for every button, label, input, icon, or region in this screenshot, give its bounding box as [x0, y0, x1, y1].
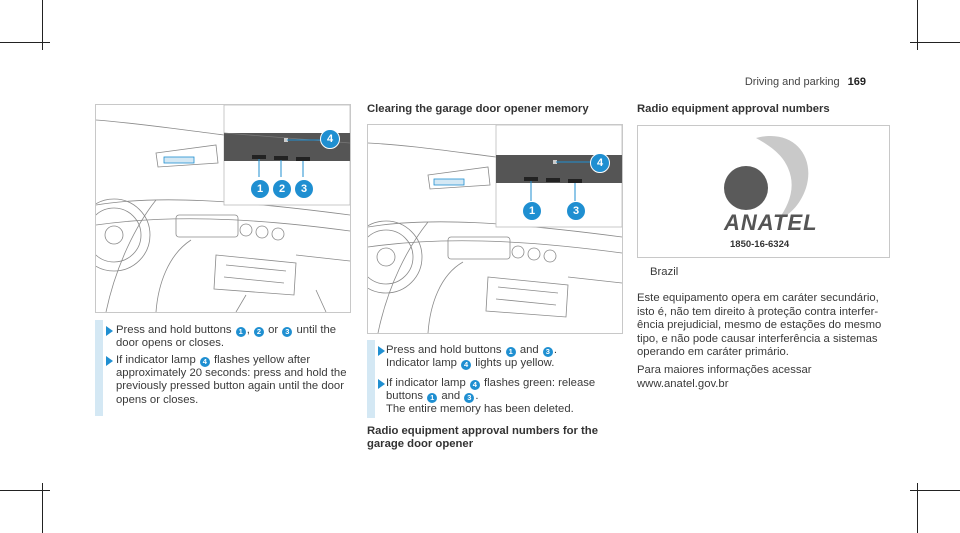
body-text: Para maiores informações acessar www.ana…: [637, 364, 897, 391]
step-bar: [95, 320, 103, 416]
figure-callout: 4: [320, 129, 340, 149]
figure-car-interior-clear: 4 1 3: [367, 124, 623, 334]
section-heading: Radio equipment approval numbers: [637, 103, 830, 115]
crop-mark: [917, 483, 918, 533]
step-text: Press and hold buttons 1 and 3. Indicato…: [386, 344, 557, 371]
crop-mark: [910, 42, 960, 43]
figure-callout: 1: [522, 201, 542, 221]
section-heading: Clearing the garage door opener memory: [367, 103, 589, 115]
section-title: Driving and parking: [744, 76, 840, 88]
body-text: Este equipamento opera em caráter secund…: [637, 292, 882, 359]
step-text: If indicator lamp 4 flashes green: relea…: [386, 377, 596, 416]
logo-text: ANATEL: [724, 210, 818, 235]
callout-4: 4: [469, 380, 480, 390]
crop-mark: [42, 0, 43, 50]
figure-callout: 3: [294, 179, 314, 199]
step-bar: [367, 340, 375, 418]
car-interior-illustration: [96, 105, 350, 312]
figure-callout: 3: [566, 201, 586, 221]
crop-mark: [917, 0, 918, 50]
callout-3: 3: [542, 347, 553, 357]
figure-car-interior-buttons: 4 1 2 3: [95, 104, 351, 313]
crop-mark: [0, 42, 50, 43]
step-arrow-icon: [106, 326, 113, 336]
page-number: 169: [847, 76, 866, 88]
crop-mark: [0, 490, 50, 491]
anatel-logo-box: ANATEL 1850-16-6324: [637, 125, 890, 258]
callout-2: 2: [253, 327, 264, 337]
step-text: Press and hold buttons 1, 2 or 3 until t…: [116, 324, 337, 350]
anatel-link[interactable]: www.anatel.gov.br: [637, 377, 729, 390]
callout-3: 3: [464, 393, 475, 404]
logo-code: 1850-16-6324: [730, 239, 790, 250]
step-arrow-icon: [106, 356, 113, 366]
step-arrow-icon: [378, 346, 385, 356]
anatel-logo-icon: [724, 135, 809, 220]
crop-mark: [910, 490, 960, 491]
figure-callout: 4: [590, 153, 610, 173]
car-interior-illustration: [368, 125, 622, 333]
callout-4: 4: [199, 357, 210, 367]
crop-mark: [42, 483, 43, 533]
callout-1: 1: [235, 327, 246, 337]
figure-callout: 2: [272, 179, 292, 199]
callout-4: 4: [461, 360, 472, 371]
callout-1: 1: [505, 347, 516, 357]
step-arrow-icon: [378, 379, 385, 389]
page-header: Driving and parking 169: [745, 76, 866, 88]
step-text: If indicator lamp 4 flashes yellow after…: [116, 354, 347, 406]
figure-callout: 1: [250, 179, 270, 199]
country-label: Brazil: [650, 266, 679, 278]
callout-3: 3: [282, 327, 293, 337]
section-heading: Radio equipment approval numbers for the…: [367, 425, 598, 450]
callout-1: 1: [427, 393, 438, 404]
